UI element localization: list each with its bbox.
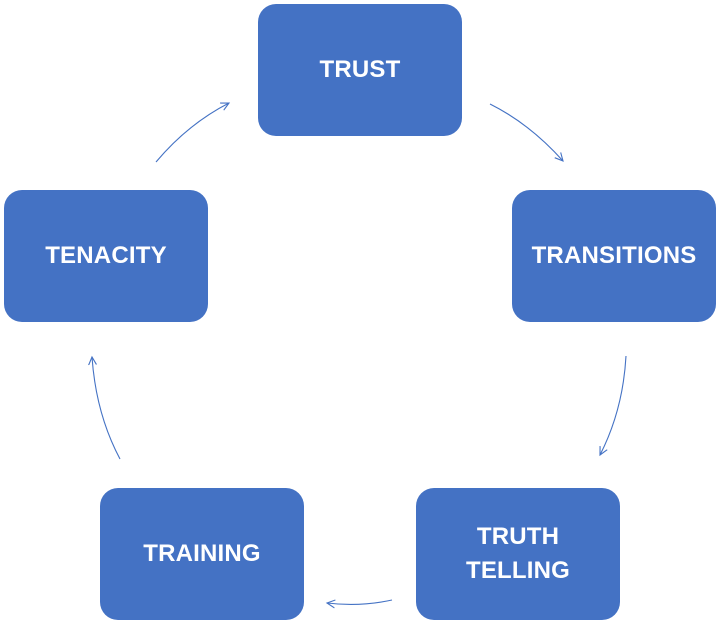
node-training: TRAINING (100, 488, 304, 620)
arrow-transitions-to-truth-telling (600, 355, 627, 455)
arrow-trust-to-transitions (489, 103, 563, 161)
node-label: TRANSITIONS (531, 242, 697, 269)
node-label: TENACITY (45, 242, 167, 269)
node-tenacity: TENACITY (4, 190, 208, 322)
arrow-truth-telling-to-training (327, 599, 393, 604)
arrow-tenacity-to-trust (155, 103, 229, 163)
node-trust: TRUST (258, 4, 462, 136)
node-label: TRUST (319, 56, 401, 83)
node-transitions: TRANSITIONS (512, 190, 716, 322)
arrow-training-to-tenacity (92, 357, 121, 460)
node-label: TRUTH TELLING (465, 523, 571, 584)
node-truth-telling: TRUTH TELLING (416, 488, 620, 620)
node-label: TRAINING (143, 540, 261, 567)
